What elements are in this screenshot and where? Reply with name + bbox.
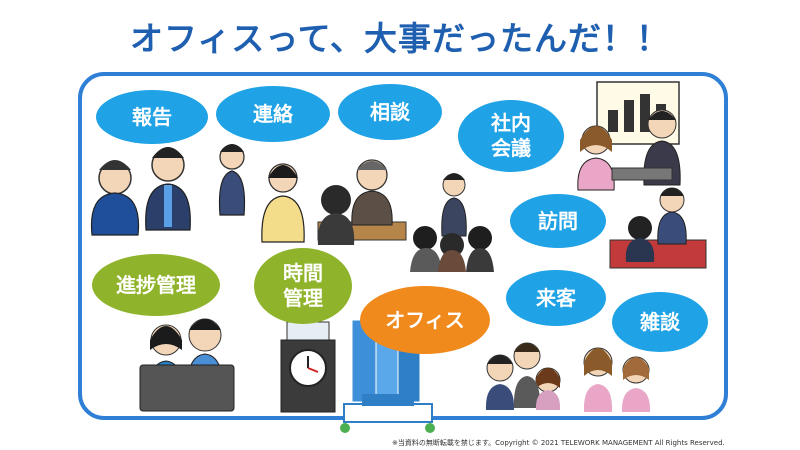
bubble-report: 報告 [96, 90, 208, 144]
bubble-meeting-line2: 会議 [491, 136, 531, 160]
bubble-office: オフィス [360, 286, 490, 354]
bubble-chat-label: 雑談 [640, 309, 680, 334]
progress-workers-icon [139, 318, 235, 412]
visit-workers-icon [609, 187, 707, 269]
bubble-visit-label: 訪問 [538, 208, 578, 233]
bubble-consult: 相談 [338, 84, 442, 140]
bubble-meeting: 社内 会議 [458, 100, 564, 172]
bubble-chat: 雑談 [612, 292, 708, 352]
report-workers-icon [90, 147, 191, 236]
bubble-time-line1: 時間 [283, 261, 323, 285]
bubble-progress: 進捗管理 [92, 254, 220, 316]
meeting-workers-icon [577, 109, 681, 191]
bubble-consult-label: 相談 [370, 99, 410, 124]
bubble-guest-label: 来客 [536, 285, 576, 310]
bubble-contact: 連絡 [216, 86, 330, 142]
bubble-progress-label: 進捗管理 [116, 272, 196, 297]
bubble-office-label: オフィス [385, 307, 465, 332]
consult-workers-icon [317, 159, 407, 245]
copyright-notice: ※当資料の無断転載を禁じます。Copyright © 2021 TELEWORK… [392, 439, 725, 447]
chat-workers-icon [485, 342, 651, 412]
bubble-time: 時間 管理 [254, 248, 352, 324]
bubble-meeting-line1: 社内 [491, 111, 531, 135]
bubble-time-line2: 管理 [283, 286, 323, 310]
bubble-visit: 訪問 [510, 194, 606, 248]
bubble-guest: 来客 [506, 270, 606, 326]
bubble-report-label: 報告 [132, 104, 172, 129]
time-clock-icon [280, 321, 336, 413]
page-title: オフィスって、大事だったんだ！！ [129, 19, 671, 58]
presentation-workers-icon [410, 173, 494, 272]
contact-workers-icon [218, 144, 305, 243]
bubble-contact-label: 連絡 [253, 101, 293, 126]
